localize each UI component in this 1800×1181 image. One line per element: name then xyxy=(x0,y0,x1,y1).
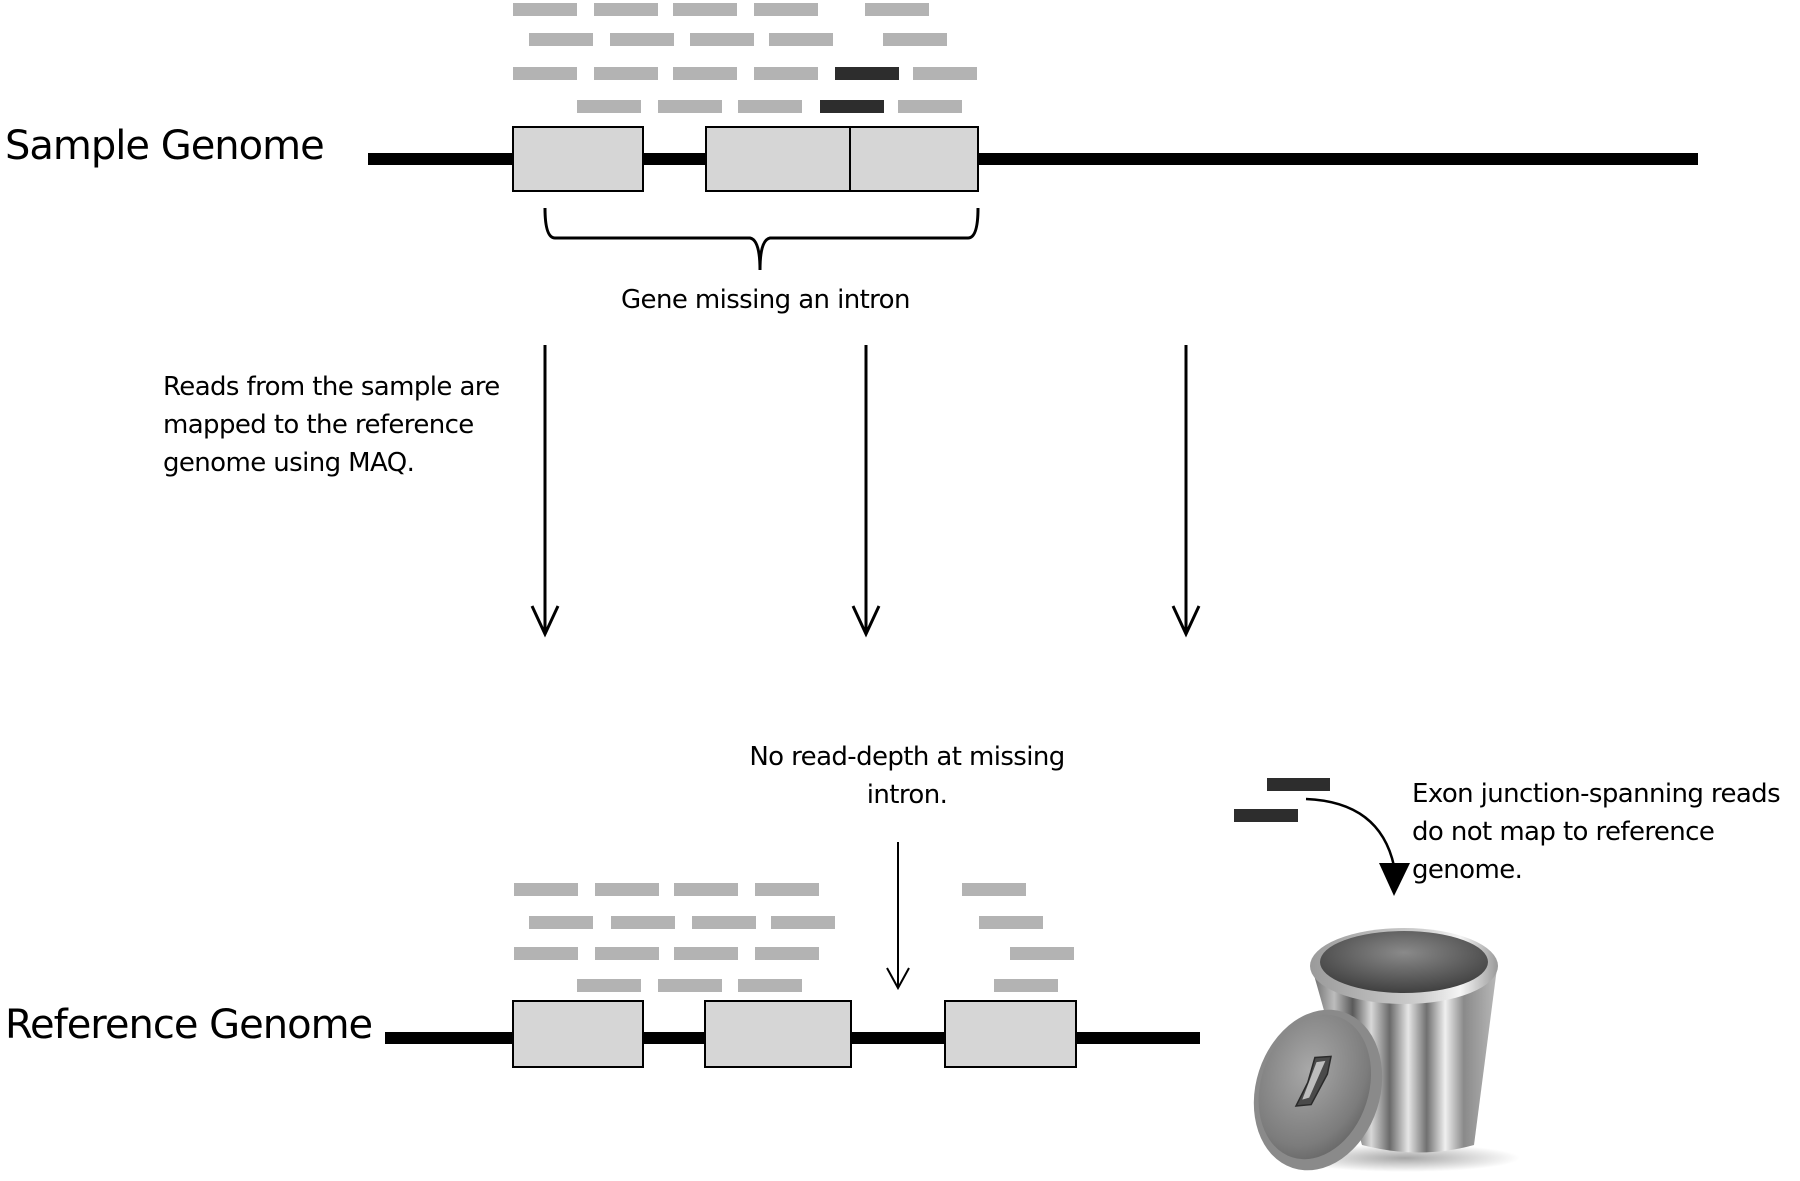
sequencing-read xyxy=(883,33,947,46)
mapping-arrow xyxy=(1171,345,1201,638)
sample-genome-line xyxy=(368,153,1698,165)
sequencing-read xyxy=(913,67,977,80)
sequencing-read xyxy=(595,947,659,960)
mapping-arrow xyxy=(851,345,881,638)
missing-intron-arrow xyxy=(886,842,910,991)
sequencing-read xyxy=(674,947,738,960)
sequencing-read xyxy=(658,979,722,992)
missing-intron-note: No read-depth at missing intron. xyxy=(742,738,1072,814)
sequencing-read xyxy=(513,67,577,80)
discard-arrow-head xyxy=(1379,863,1410,896)
reference-exon-3 xyxy=(944,1000,1077,1068)
sequencing-read xyxy=(690,33,754,46)
junction-read xyxy=(1234,809,1298,822)
sequencing-read xyxy=(673,67,737,80)
sample-genome-label: Sample Genome xyxy=(5,123,325,169)
mapping-note-line: genome using MAQ. xyxy=(163,448,415,478)
junction-note: Exon junction-spanning reads do not map … xyxy=(1412,775,1781,889)
sequencing-read xyxy=(514,947,578,960)
unmapped-junction-reads xyxy=(1234,778,1410,896)
sequencing-read xyxy=(595,883,659,896)
sequencing-read xyxy=(754,3,818,16)
sequencing-read xyxy=(658,100,722,113)
junction-note-line: do not map to reference xyxy=(1412,817,1715,847)
sequencing-read xyxy=(865,3,929,16)
reference-genome xyxy=(385,842,1200,1068)
mapping-note: Reads from the sample are mapped to the … xyxy=(163,368,500,482)
sequencing-read xyxy=(755,947,819,960)
sequencing-read xyxy=(994,979,1058,992)
reference-exon-2 xyxy=(704,1000,852,1068)
sequencing-read xyxy=(738,979,802,992)
sequencing-read xyxy=(610,33,674,46)
junction-note-line: genome. xyxy=(1412,855,1523,885)
sequencing-read xyxy=(755,883,819,896)
reference-genome-label: Reference Genome xyxy=(5,1002,373,1048)
sample-exons xyxy=(512,126,979,192)
sequencing-read xyxy=(529,916,593,929)
sequencing-read xyxy=(577,100,641,113)
sequencing-read xyxy=(979,916,1043,929)
reference-exons xyxy=(512,1000,1077,1068)
mapping-note-line: Reads from the sample are xyxy=(163,372,500,402)
sample-exon-1 xyxy=(512,126,644,192)
reference-reads xyxy=(514,883,1074,992)
sample-exon-2 xyxy=(705,126,851,192)
sequencing-read xyxy=(594,3,658,16)
mapping-arrows xyxy=(530,345,1201,638)
gene-region-label: Gene missing an intron xyxy=(621,285,910,315)
gene-brace xyxy=(543,207,980,271)
sample-reads xyxy=(513,3,977,113)
sequencing-read xyxy=(754,67,818,80)
sequencing-read xyxy=(771,916,835,929)
sequencing-read xyxy=(529,33,593,46)
sequencing-read xyxy=(577,979,641,992)
sample-exon-3 xyxy=(849,126,979,192)
missing-intron-note-line: No read-depth at missing xyxy=(749,742,1065,772)
sequencing-read xyxy=(1010,947,1074,960)
sequencing-read xyxy=(898,100,962,113)
sequencing-read xyxy=(611,916,675,929)
discard-arrow xyxy=(1305,797,1396,867)
sample-genome xyxy=(368,3,1698,271)
sequencing-read xyxy=(594,67,658,80)
junction-read xyxy=(820,100,884,113)
sequencing-read xyxy=(513,3,577,16)
sequencing-read xyxy=(738,100,802,113)
mapping-arrow xyxy=(530,345,560,638)
junction-note-line: Exon junction-spanning reads xyxy=(1412,779,1781,809)
sequencing-read xyxy=(962,883,1026,896)
trash-can-icon xyxy=(1253,928,1520,1172)
sequencing-read xyxy=(769,33,833,46)
sequencing-read xyxy=(673,3,737,16)
mapping-note-line: mapped to the reference xyxy=(163,410,474,440)
sequencing-read xyxy=(692,916,756,929)
missing-intron-note-line: intron. xyxy=(866,780,948,810)
junction-read xyxy=(1267,778,1330,791)
junction-read xyxy=(835,67,899,80)
sequencing-read xyxy=(514,883,578,896)
sequencing-read xyxy=(674,883,738,896)
reference-exon-1 xyxy=(512,1000,644,1068)
